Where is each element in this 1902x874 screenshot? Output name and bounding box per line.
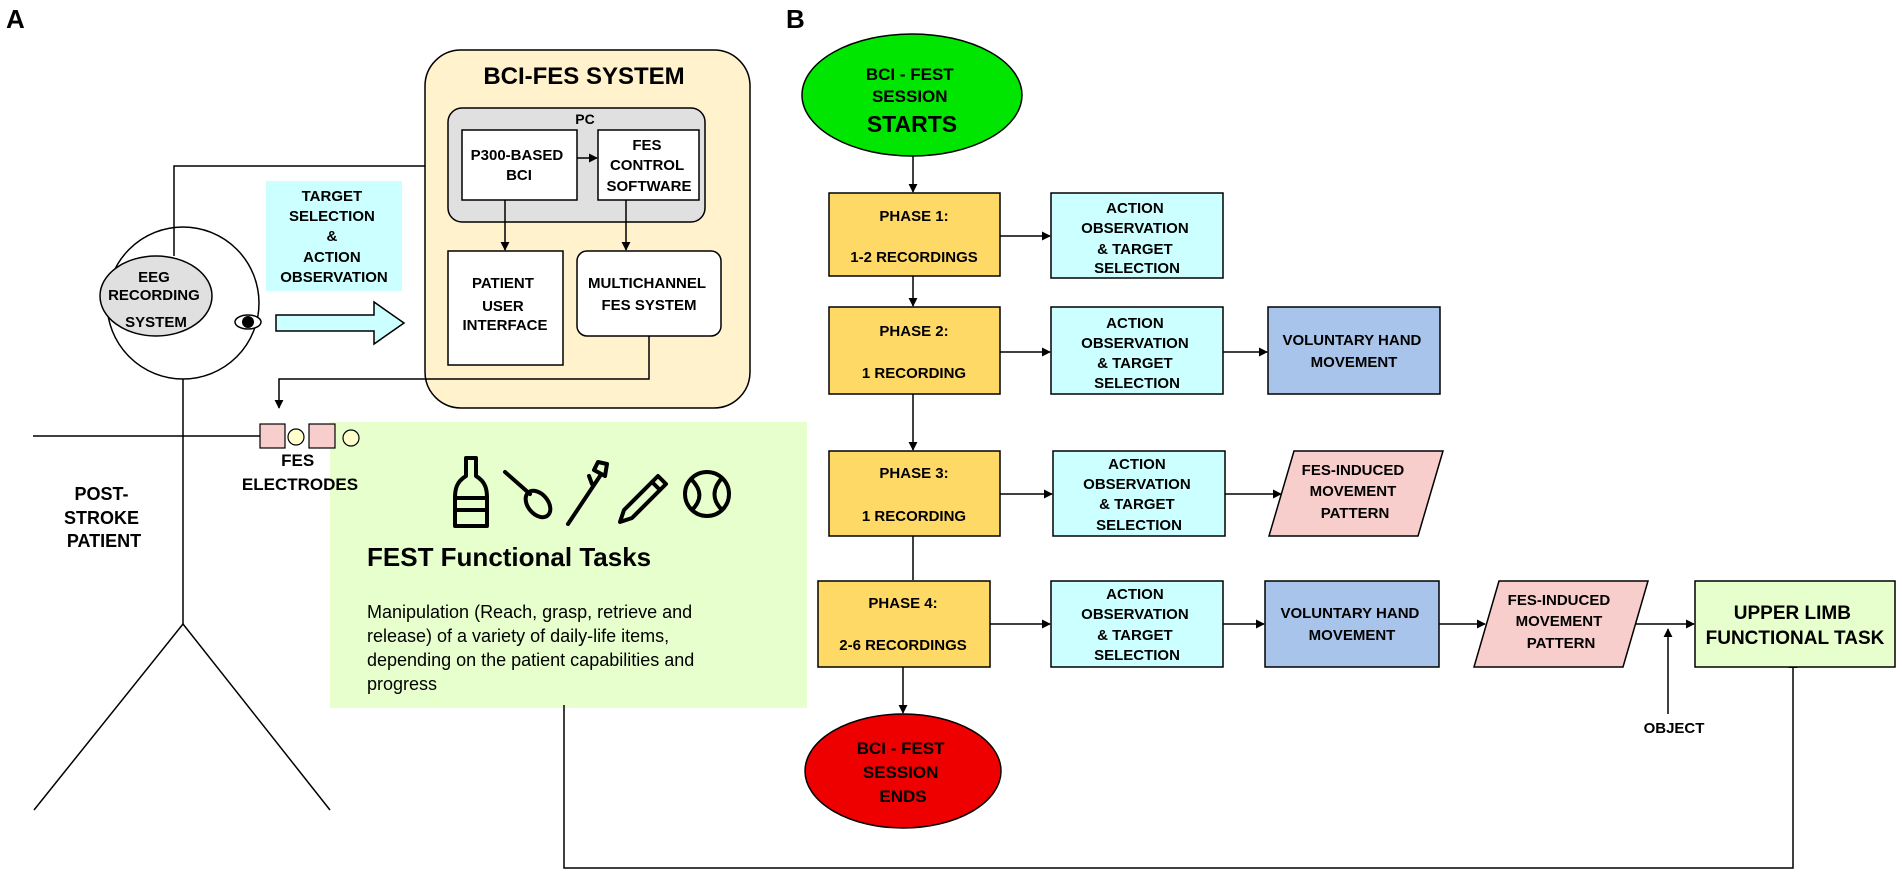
phase2-sub: 1 RECORDING bbox=[862, 365, 966, 382]
phase4-fes-induced-box bbox=[1473, 580, 1649, 668]
phase4-title: PHASE 4: bbox=[868, 595, 937, 612]
pc-label: PC bbox=[575, 111, 594, 127]
panel-label-a: A bbox=[6, 4, 25, 34]
phase4-box bbox=[817, 580, 991, 668]
upper-limb-label: UPPER LIMB FUNCTIONAL TASK bbox=[1706, 603, 1885, 649]
phase3-sub: 1 RECORDING bbox=[862, 508, 966, 525]
phase3-action-label: ACTION OBSERVATION & TARGET SELECTION bbox=[1083, 456, 1195, 534]
phase2-voluntary-label: VOLUNTARY HAND MOVEMENT bbox=[1282, 332, 1425, 371]
target-selection-box bbox=[266, 181, 402, 291]
object-label: OBJECT bbox=[1644, 720, 1705, 737]
session-start bbox=[801, 33, 1023, 157]
phase3-fes-induced-box bbox=[1267, 450, 1445, 537]
phase4-sub: 2-6 RECORDINGS bbox=[839, 637, 967, 654]
phase3-box bbox=[828, 450, 1001, 537]
toothbrush-icon bbox=[566, 460, 609, 526]
eye-icon bbox=[234, 314, 262, 330]
target-selection-label: TARGET SELECTION & ACTION OBSERVATION bbox=[280, 188, 388, 286]
phase2-action-box bbox=[1050, 306, 1224, 395]
phase4-voluntary-label: VOLUNTARY HAND MOVEMENT bbox=[1280, 605, 1423, 644]
phase2-action-label: ACTION OBSERVATION & TARGET SELECTION bbox=[1081, 315, 1193, 392]
session-end-label: BCI - FEST SESSION ENDS bbox=[857, 739, 950, 806]
spoon-icon bbox=[503, 470, 553, 520]
eeg-label: EEG RECORDING SYSTEM bbox=[108, 269, 204, 331]
phase1-box bbox=[828, 192, 1001, 277]
fes-electrodes-label: FES ELECTRODES bbox=[242, 451, 358, 494]
ball-icon bbox=[683, 470, 731, 518]
system-title: BCI-FES SYSTEM bbox=[483, 63, 684, 90]
patient-ui-box bbox=[447, 250, 564, 366]
eeg-to-bci-arrow bbox=[173, 161, 447, 256]
fest-description: Manipulation (Reach, grasp, retrieve and… bbox=[367, 602, 699, 694]
phase2-box bbox=[828, 306, 1001, 395]
p300-bci-label: P300-BASED BCI bbox=[471, 147, 568, 184]
p300-bci-box bbox=[461, 129, 578, 201]
fest-title: FEST Functional Tasks bbox=[367, 542, 651, 572]
fest-tasks-box bbox=[330, 422, 807, 708]
bottle-icon bbox=[453, 456, 489, 528]
fes-control-box bbox=[597, 129, 700, 201]
fes-electrodes bbox=[259, 423, 360, 449]
phase1-action-box bbox=[1050, 192, 1224, 279]
panel-label-b: B bbox=[786, 4, 805, 34]
phase1-sub: 1-2 RECORDINGS bbox=[850, 249, 978, 266]
fes-control-label: FES CONTROL SOFTWARE bbox=[607, 137, 692, 195]
fes-to-electrodes-arrow bbox=[274, 336, 650, 409]
phase4-fes-induced-label: FES-INDUCED MOVEMENT PATTERN bbox=[1508, 592, 1615, 652]
patient-ui-label: PATIENT USER INTERFACE bbox=[462, 275, 547, 334]
phase2-title: PHASE 2: bbox=[879, 323, 948, 340]
pencil-icon bbox=[618, 474, 668, 524]
tasks-to-upper-limb-arrow bbox=[563, 659, 1798, 869]
block-arrow-icon bbox=[275, 300, 406, 346]
multichannel-fes-label: MULTICHANNEL FES SYSTEM bbox=[588, 275, 710, 314]
session-end bbox=[804, 713, 1002, 829]
upper-limb-box bbox=[1694, 580, 1896, 668]
phase1-action-label: ACTION OBSERVATION & TARGET SELECTION bbox=[1081, 200, 1193, 277]
phase4-voluntary-box bbox=[1264, 580, 1440, 668]
phase2-voluntary-box bbox=[1267, 306, 1441, 395]
phase4-action-label: ACTION OBSERVATION & TARGET SELECTION bbox=[1081, 586, 1193, 664]
patient-label: POST- STROKE PATIENT bbox=[64, 484, 144, 551]
phase3-fes-induced-label: FES-INDUCED MOVEMENT PATTERN bbox=[1302, 462, 1409, 522]
phase1-title: PHASE 1: bbox=[879, 208, 948, 225]
phase3-title: PHASE 3: bbox=[879, 465, 948, 482]
multichannel-fes-box bbox=[576, 250, 722, 337]
session-start-label: BCI - FEST SESSION STARTS bbox=[866, 65, 958, 137]
eeg-recording-system bbox=[99, 255, 213, 337]
